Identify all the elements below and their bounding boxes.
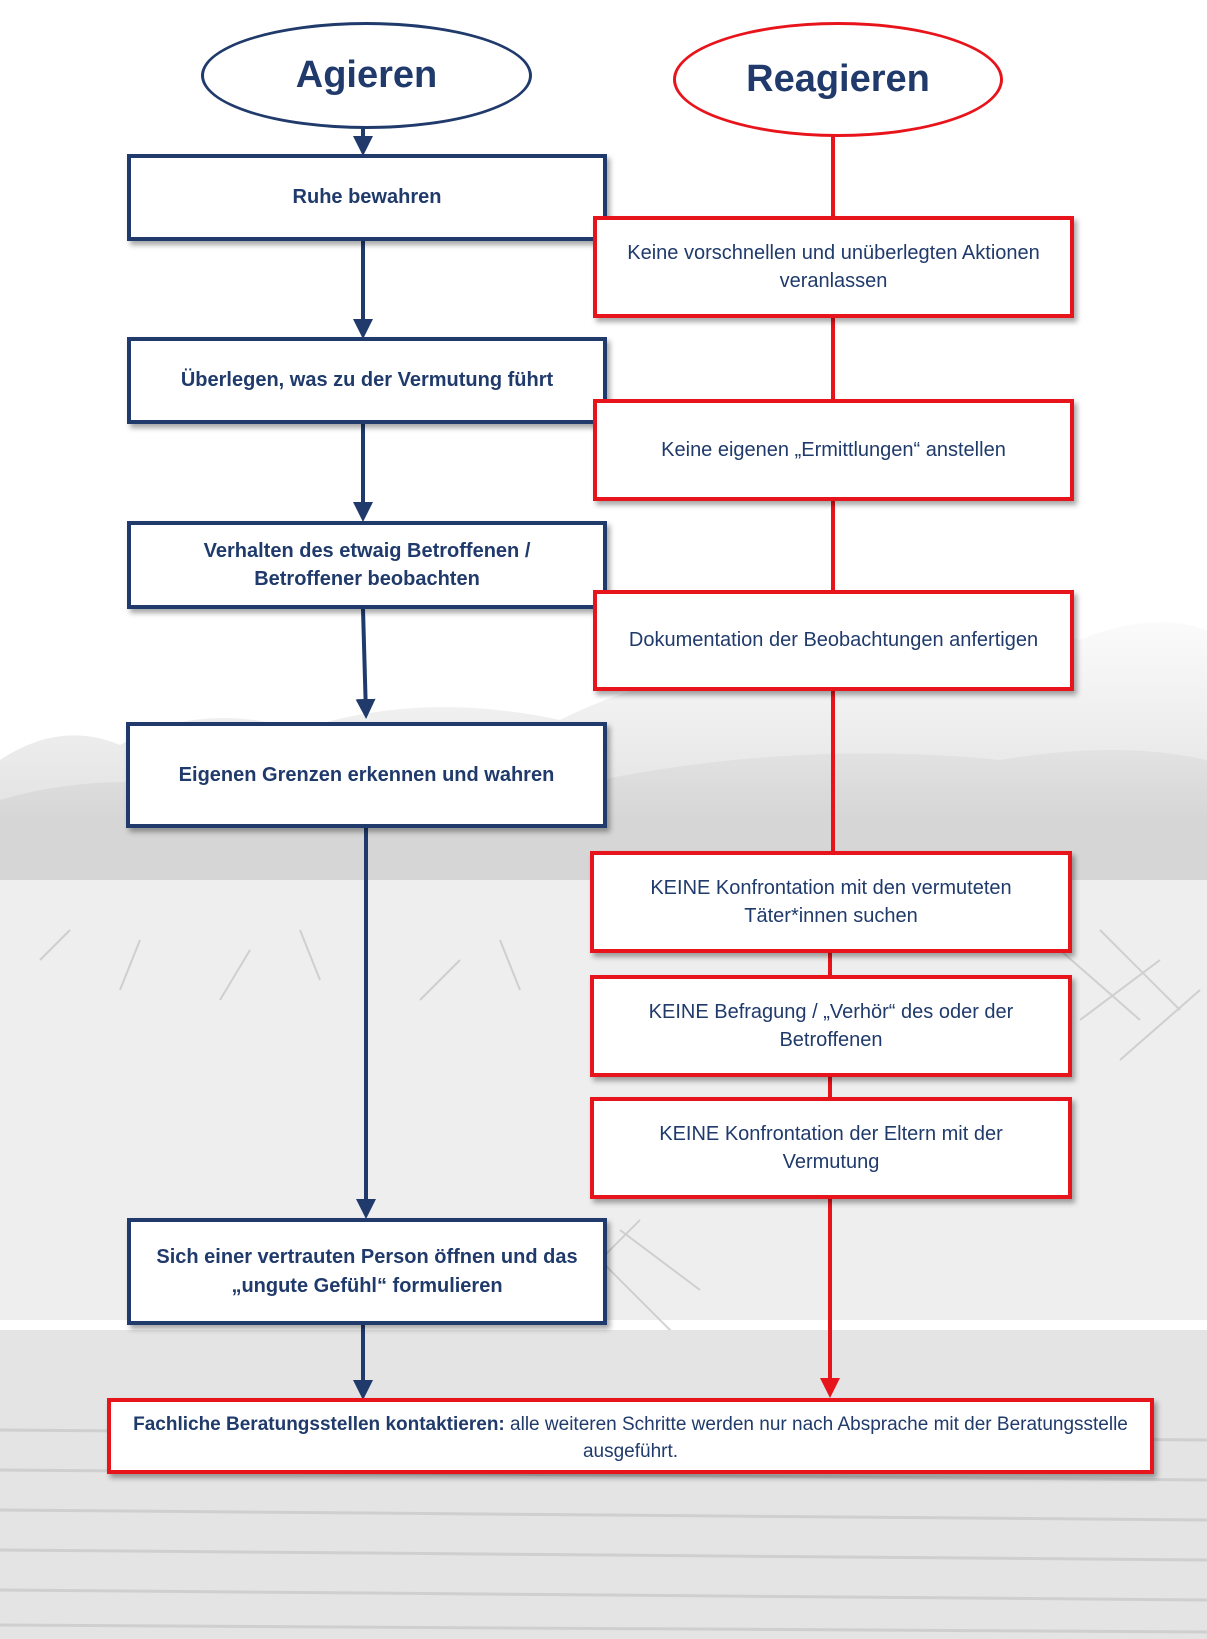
final-step: Fachliche Beratungsstellen kontaktieren:…: [107, 1398, 1154, 1474]
left-step-2: Überlegen, was zu der Vermutung führt: [127, 337, 607, 424]
agieren-oval: Agieren: [201, 22, 532, 129]
right-step-2: Keine eigenen „Ermittlungen“ anstellen: [593, 399, 1074, 501]
left-step-3: Verhalten des etwaig Betroffenen / Betro…: [127, 521, 607, 609]
right-step-1: Keine vorschnellen und unüberlegten Akti…: [593, 216, 1074, 318]
reagieren-oval: Reagieren: [673, 22, 1003, 137]
reagieren-title: Reagieren: [746, 58, 930, 100]
right-step-6: KEINE Konfrontation der Eltern mit der V…: [590, 1097, 1072, 1199]
left-step-4: Eigenen Grenzen erkennen und wahren: [126, 722, 607, 828]
left-step-5: Sich einer vertrauten Person öffnen und …: [127, 1218, 607, 1325]
right-step-3: Dokumentation der Beobachtungen anfertig…: [593, 590, 1074, 691]
left-step-1: Ruhe bewahren: [127, 154, 607, 241]
right-step-4: KEINE Konfrontation mit den vermuteten T…: [590, 851, 1072, 953]
final-step-bold: Fachliche Beratungsstellen kontaktieren:: [133, 1414, 505, 1435]
arrow-left-4: [355, 608, 376, 719]
agieren-title: Agieren: [295, 54, 438, 96]
final-step-text: alle weiteren Schritte werden nur nach A…: [504, 1414, 1128, 1462]
right-step-5: KEINE Befragung / „Verhör“ des oder der …: [590, 975, 1072, 1077]
